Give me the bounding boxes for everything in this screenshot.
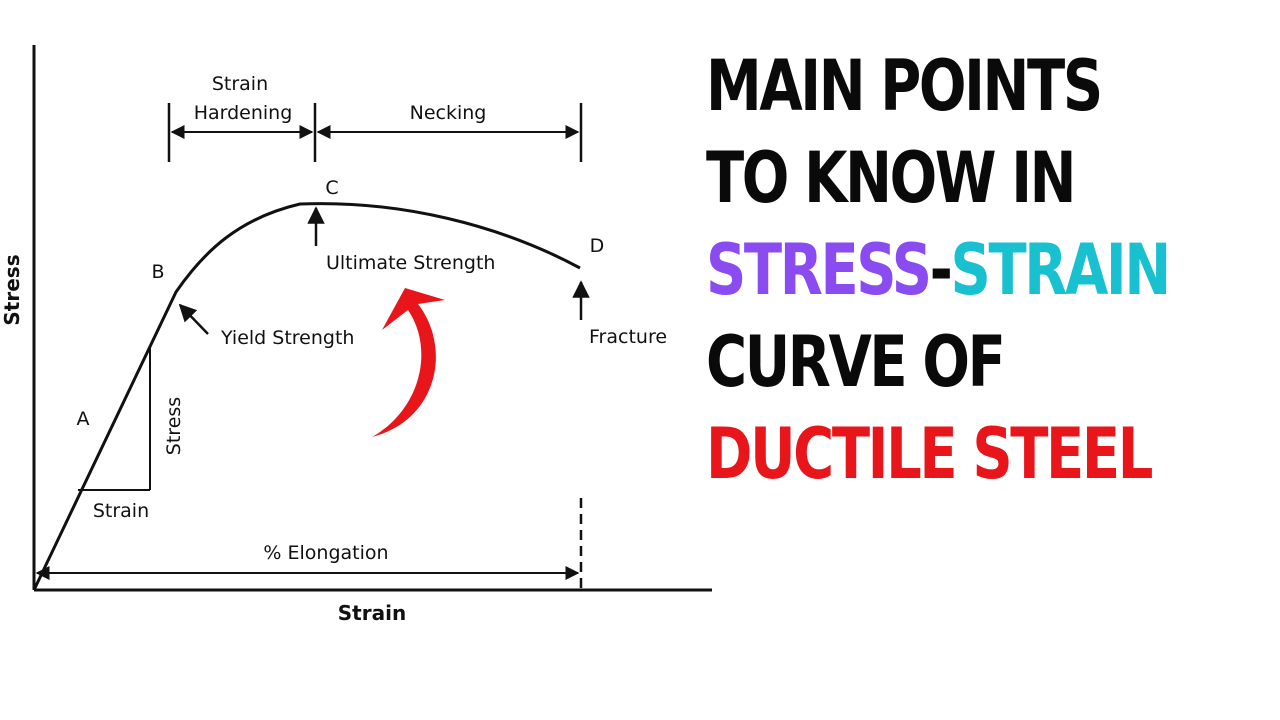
headline: MAIN POINTS TO KNOW IN STRESS-STRAIN CUR… [706,40,1171,500]
red-curved-arrow-icon [372,288,445,437]
x-axis-label: Strain [338,601,406,625]
triangle-stress-label: Stress [163,397,185,455]
point-b-label: B [151,261,164,283]
point-a-label: A [77,408,90,430]
strain-hardening-label: Strain Hardening [194,73,293,124]
y-axis-label: Stress [0,254,24,325]
ultimate-strength-label: Ultimate Strength [326,252,495,274]
yield-strength-arrow [178,303,209,335]
stress-strain-diagram: Strain Hardening Necking C B D A Ultimat… [0,45,712,625]
headline-strain: STRAIN [950,229,1172,311]
headline-dash: - [929,229,953,311]
yield-strength-label: Yield Strength [220,327,354,349]
stress-strain-curve [32,202,581,591]
headline-line-4: CURVE OF [706,321,1006,403]
fracture-label: Fracture [589,326,667,348]
headline-line-1: MAIN POINTS [706,45,1103,127]
headline-line-5: DUCTILE STEEL [706,413,1153,495]
headline-line-3: STRESS-STRAIN [706,224,1171,316]
point-d-label: D [590,235,605,257]
point-c-label: C [325,177,338,199]
headline-stress: STRESS [706,229,932,311]
headline-line-2: TO KNOW IN [706,137,1077,219]
necking-label: Necking [410,102,487,124]
triangle-strain-label: Strain [93,500,149,522]
elongation-label: % Elongation [263,542,388,564]
